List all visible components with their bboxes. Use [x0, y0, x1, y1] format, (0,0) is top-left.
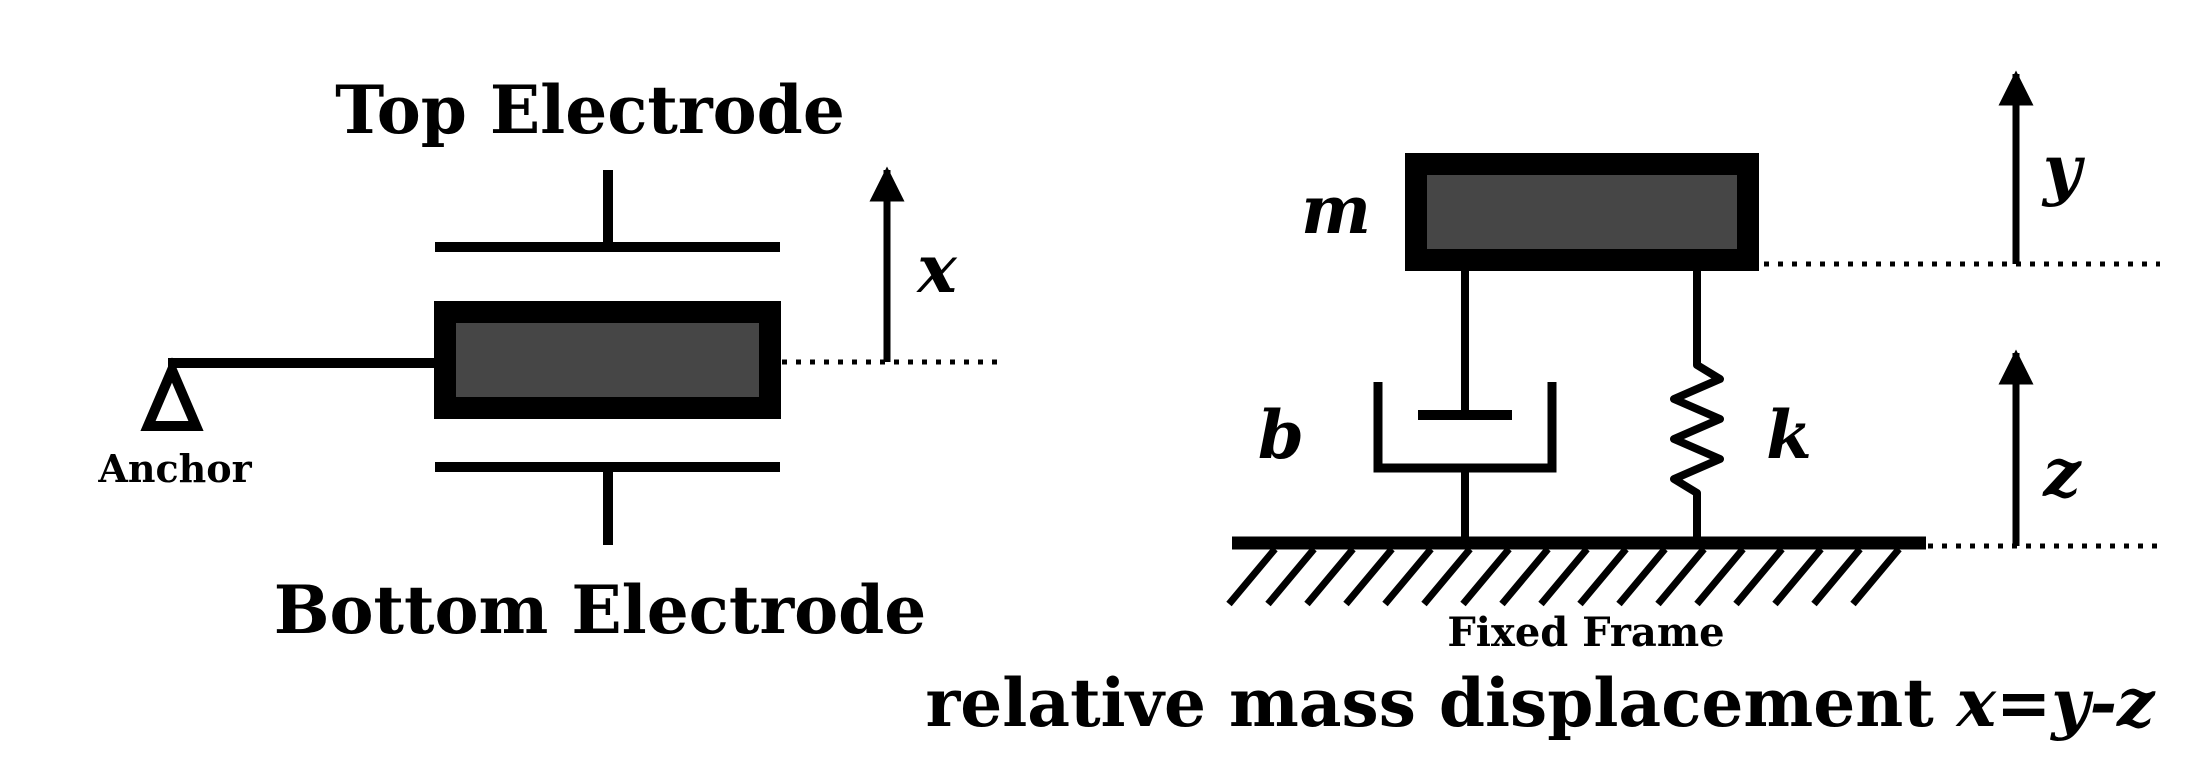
top-electrode-label: Top Electrode	[335, 71, 845, 149]
mass-spring-damper-model: m b k Fixed Frame y z	[1226, 70, 2160, 656]
hatch-mark	[1226, 546, 1278, 607]
caption: relative mass displacement x=y-z	[925, 664, 2156, 742]
hatch-mark	[1343, 546, 1395, 607]
mass-block	[1405, 153, 1759, 271]
capacitor-sensor-model: Top Electrode Anchor Bottom Electrode x	[97, 71, 1000, 649]
anchor-icon	[140, 357, 204, 431]
x-axis-label: x	[915, 230, 957, 308]
damper-label: b	[1258, 396, 1304, 474]
y-axis-label: y	[2041, 130, 2086, 208]
caption-prefix: relative mass displacement	[925, 664, 1956, 742]
hatch-mark	[1265, 546, 1317, 607]
hatch-mark	[1460, 546, 1512, 607]
hatch-mark	[1304, 546, 1356, 607]
hatch-mark	[1538, 546, 1590, 607]
hatch-mark	[1382, 546, 1434, 607]
spring-label: k	[1766, 396, 1812, 474]
hatch-mark	[1616, 546, 1668, 607]
spring-icon	[1670, 271, 1724, 543]
hatch-mark	[1577, 546, 1629, 607]
mass-label: m	[1301, 171, 1371, 249]
hatch-mark	[1772, 546, 1824, 607]
hatch-mark	[1655, 546, 1707, 607]
bottom-electrode-label: Bottom Electrode	[274, 571, 927, 649]
fixed-frame-label: Fixed Frame	[1447, 609, 1724, 656]
anchor-label: Anchor	[97, 446, 252, 491]
fixed-frame-hatching	[1226, 546, 1902, 607]
hatch-mark	[1811, 546, 1863, 607]
hatch-mark	[1694, 546, 1746, 607]
hatch-mark	[1850, 546, 1902, 607]
hatch-mark	[1421, 546, 1473, 607]
hatch-mark	[1733, 546, 1785, 607]
z-axis-label: z	[2042, 434, 2082, 512]
caption-equation: x=y-z	[1955, 664, 2156, 742]
proof-mass	[434, 301, 781, 419]
hatch-mark	[1499, 546, 1551, 607]
